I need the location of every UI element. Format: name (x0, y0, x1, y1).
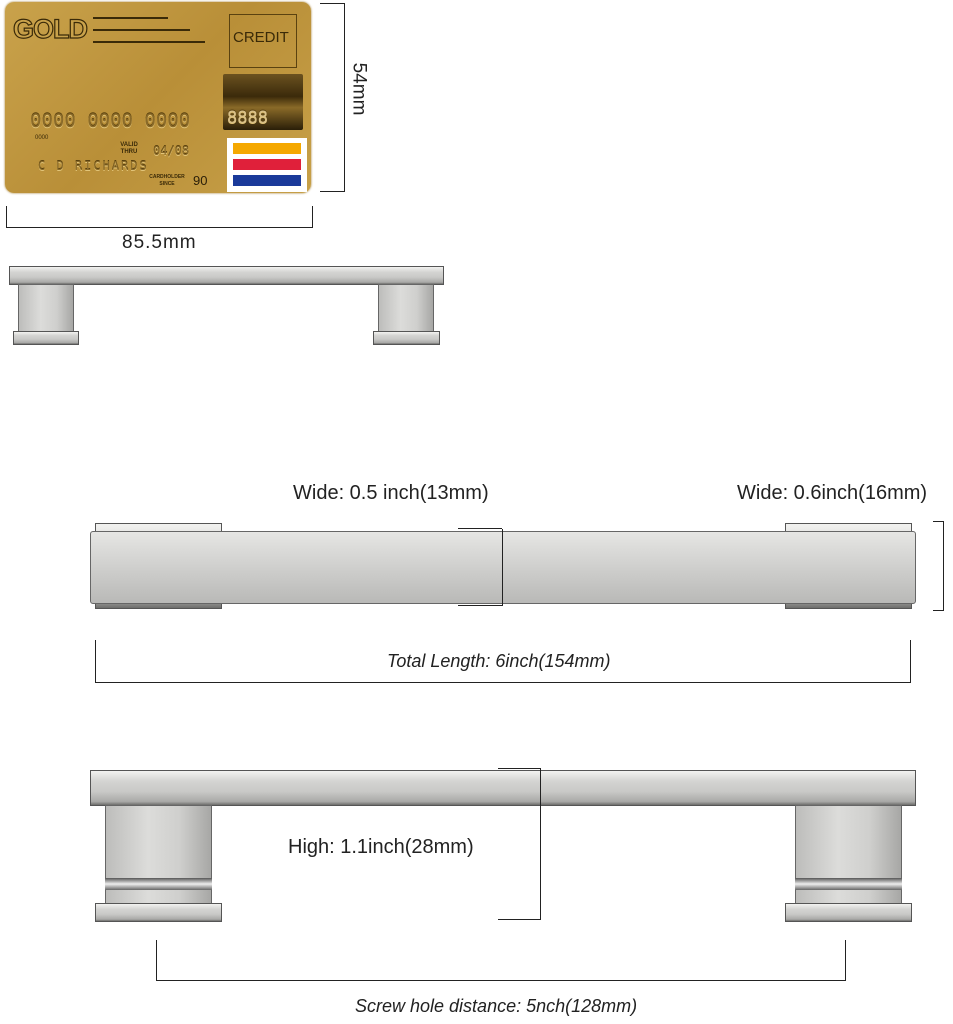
stripe-yellow (233, 143, 301, 154)
dim-tick (156, 940, 157, 981)
card-width-label: 85.5mm (122, 232, 197, 253)
card-type: CREDIT (233, 29, 289, 46)
dim-tick (312, 206, 313, 228)
dim-tick (458, 528, 502, 529)
valid-thru-label: VALID THRU (120, 142, 138, 155)
wide-divider (502, 529, 503, 606)
dim-line-total-length (95, 682, 911, 683)
card-number: 0000 0000 0000 (30, 110, 191, 132)
leg-ring (105, 878, 212, 890)
dim-line-height (540, 768, 541, 920)
dim-tick (95, 640, 96, 683)
dim-tick (845, 940, 846, 981)
handle-base (13, 331, 79, 345)
credit-box (229, 14, 297, 68)
dim-tick (498, 919, 541, 920)
dim-line-wide-right (943, 521, 944, 611)
stripe-red (233, 159, 301, 170)
total-length-label: Total Length: 6inch(154mm) (387, 651, 611, 671)
card-height-label: 54mm (348, 62, 370, 116)
card-brand: GOLD (12, 13, 88, 44)
screw-distance-label: Screw hole distance: 5nch(128mm) (355, 996, 638, 1016)
dim-tick (6, 206, 7, 228)
dim-tick (498, 768, 541, 769)
dim-tick (910, 640, 911, 683)
handle-base (373, 331, 440, 345)
card-line (93, 17, 168, 19)
dim-tick (320, 3, 345, 4)
handle-base-right (785, 903, 912, 922)
since-label: CARDHOLDER SINCE (149, 174, 185, 187)
height-label: High: 1.1inch(28mm) (288, 836, 474, 858)
handle-leg (18, 284, 74, 332)
dim-line-screw-distance (156, 980, 846, 981)
handle-bar-small (9, 266, 444, 285)
dim-tick (458, 605, 502, 606)
wide-right-label: Wide: 0.6inch(16mm) (737, 482, 928, 504)
dim-tick (933, 610, 944, 611)
card-stripes (227, 138, 307, 192)
stripe-blue (233, 175, 301, 186)
dim-tick (320, 191, 345, 192)
handle-side-bar (90, 770, 916, 806)
handle-top-view (90, 531, 916, 604)
leg-ring (795, 878, 902, 890)
chip-digits: 8888 (227, 108, 268, 128)
card-holder: C D RICHARDS (38, 159, 149, 173)
handle-base-left (95, 903, 222, 922)
dim-line-card-width (6, 227, 313, 228)
wide-left-label: Wide: 0.5 inch(13mm) (293, 482, 489, 504)
card-since: 90 (193, 173, 208, 188)
dim-line-card-height (344, 3, 345, 192)
credit-card-reference: GOLD CREDIT 8888 0000 0000 0000 0000 VAL… (5, 2, 311, 193)
handle-leg (378, 284, 434, 332)
card-small-number: 0000 (35, 135, 49, 141)
card-line (93, 41, 205, 43)
card-hologram (223, 74, 303, 130)
card-line (93, 29, 190, 31)
card-expiry: 04/08 (153, 144, 190, 158)
dim-tick (933, 521, 944, 522)
